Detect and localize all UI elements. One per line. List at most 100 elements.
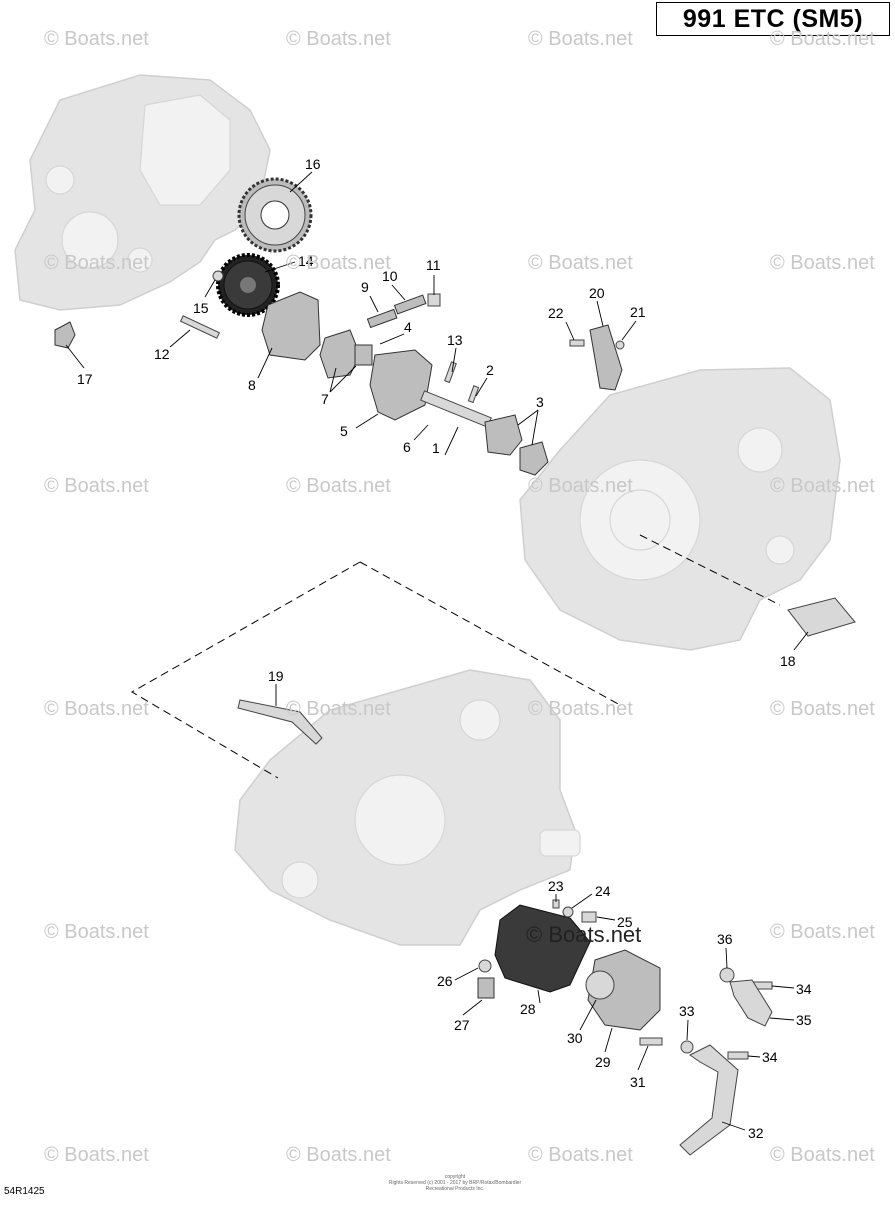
callout-1: 1 [432, 440, 440, 456]
watermark: © Boats.net [44, 28, 149, 50]
watermark: © Boats.net [528, 1144, 633, 1166]
watermark: © Boats.net [44, 921, 149, 943]
copyright-line-1: copyright [444, 1174, 466, 1180]
callout-11: 11 [426, 257, 441, 273]
callout-12: 12 [154, 346, 170, 362]
watermark: © Boats.net [286, 1144, 391, 1166]
watermark: © Boats.net [286, 252, 391, 274]
oil-filter-28 [494, 904, 591, 993]
pump-housing-8 [261, 291, 321, 361]
pin-2 [467, 385, 480, 404]
watermark: © Boats.net [44, 475, 149, 497]
callout-labels: 1 2 3 4 5 6 7 8 9 10 11 12 13 14 15 16 1… [77, 156, 812, 1141]
copyright-notice: copyright Rights Reserved (c) 2001 - 201… [385, 1174, 525, 1192]
callout-10: 10 [382, 268, 398, 284]
bolt-12 [179, 315, 221, 339]
filter-cover-29 [587, 949, 661, 1031]
callout-3: 3 [536, 394, 544, 410]
callout-32: 32 [748, 1125, 764, 1141]
callout-4: 4 [404, 319, 412, 335]
callout-16: 16 [305, 156, 321, 172]
callout-19: 19 [268, 668, 284, 684]
watermark: © Boats.net [528, 475, 633, 497]
diagram-reference: 54R1425 [4, 1186, 45, 1197]
watermark: © Boats.net [286, 28, 391, 50]
fitting-35 [729, 979, 773, 1027]
watermark: © Boats.net [770, 1144, 875, 1166]
callout-22: 22 [548, 305, 564, 321]
pin-13 [444, 361, 457, 384]
assembly-dashed-outline-right [359, 561, 621, 706]
callout-34a: 34 [796, 981, 812, 997]
callout-5: 5 [340, 423, 348, 439]
spring-10 [393, 294, 427, 315]
callout-7: 7 [321, 391, 329, 407]
callout-30: 30 [567, 1030, 583, 1046]
callout-28: 28 [520, 1001, 536, 1017]
pump-shaft-1 [420, 390, 492, 428]
pump-cover-5 [369, 349, 433, 421]
callout-23: 23 [548, 878, 564, 894]
callout-24: 24 [595, 883, 611, 899]
plug-11 [427, 293, 441, 307]
callout-36: 36 [717, 931, 733, 947]
leader-lines [65, 171, 809, 1131]
copyright-line-2: Rights Reserved (c) 2001 - 2017 by BRP/R… [388, 1180, 522, 1192]
watermark: © Boats.net [528, 28, 633, 50]
watermark: © Boats.net [286, 698, 391, 720]
diagram-title: 991 ETC (SM5) [656, 2, 890, 36]
callout-15: 15 [193, 300, 209, 316]
callout-26: 26 [437, 973, 453, 989]
callout-13: 13 [447, 332, 463, 348]
callout-8: 8 [248, 377, 256, 393]
watermark: © Boats.net [526, 922, 642, 947]
callout-35: 35 [796, 1012, 812, 1028]
callout-17: 17 [77, 371, 93, 387]
cover-20 [589, 324, 623, 391]
bolt-34b [727, 1051, 749, 1060]
gear-16 [237, 177, 313, 253]
watermark: © Boats.net [44, 252, 149, 274]
callout-2: 2 [486, 362, 494, 378]
callout-31: 31 [630, 1074, 646, 1090]
oring-24 [562, 906, 574, 918]
callout-18: 18 [780, 653, 796, 669]
watermark: © Boats.net [44, 1144, 149, 1166]
watermark: © Boats.net [770, 28, 875, 50]
watermark: © Boats.net [286, 475, 391, 497]
oring-26 [478, 959, 492, 973]
pump-rotor-3b [519, 441, 549, 476]
crankcase-half-right [519, 367, 841, 651]
tube-19 [237, 699, 323, 745]
watermark: © Boats.net [770, 921, 875, 943]
fitting-32 [679, 1044, 739, 1156]
oring-36 [719, 967, 735, 983]
watermark: © Boats.net [528, 252, 633, 274]
oring-21 [615, 340, 625, 350]
callout-14: 14 [298, 253, 314, 269]
spring-9 [366, 308, 398, 329]
callout-21: 21 [630, 304, 646, 320]
sensor-17 [54, 321, 76, 349]
callout-6: 6 [403, 439, 411, 455]
watermark: © Boats.net [770, 475, 875, 497]
callout-9: 9 [361, 279, 369, 295]
callout-29: 29 [595, 1054, 611, 1070]
pump-rotor-7a [319, 329, 361, 379]
callout-34b: 34 [762, 1049, 778, 1065]
oring-33 [680, 1040, 694, 1054]
drain-plug-27 [477, 977, 495, 999]
callout-27: 27 [454, 1017, 470, 1033]
crankcase-cover-upper-left [14, 74, 271, 311]
plug-25 [581, 911, 597, 923]
callout-20: 20 [589, 285, 605, 301]
gear-14 [216, 253, 280, 317]
bolt-31 [639, 1037, 663, 1046]
watermark: © Boats.net [528, 698, 633, 720]
callout-25: 25 [617, 914, 633, 930]
watermark: © Boats.net [770, 698, 875, 720]
watermark: © Boats.net [44, 698, 149, 720]
pump-rotor-7b [354, 344, 373, 366]
